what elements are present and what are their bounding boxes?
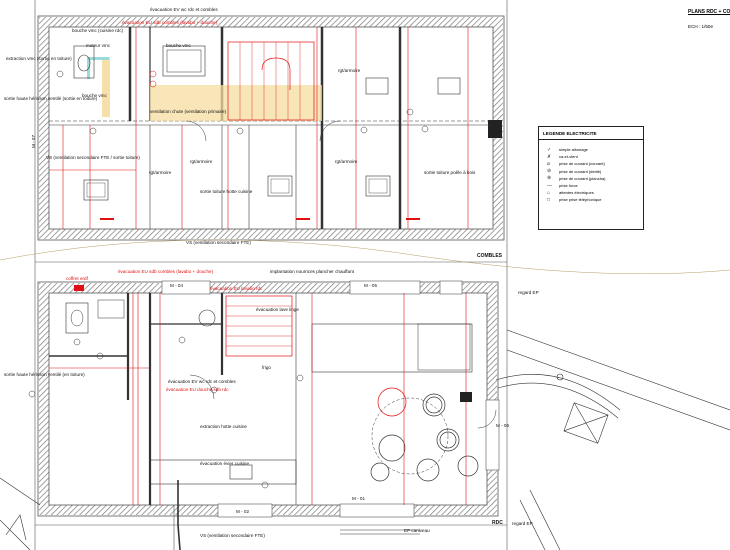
level-label-rdc: RDC [492, 520, 503, 526]
label-hotte-cuisine: extraction hotte cuisine [200, 424, 247, 429]
label-rgt-armoire-2: rgt/armoire [190, 159, 213, 164]
label-bouche-vmc-1: bouche vmc [166, 43, 191, 48]
exterior-site [0, 329, 730, 550]
power-socket-icon: — [547, 182, 552, 189]
attic-plan [37, 15, 505, 241]
label-ep-caniveau: EP caniveau [404, 528, 430, 533]
label-bouche-vmc-2: bouche vmc [82, 93, 107, 98]
title-block: PLANS RDC + CON ECH : 1/50e [688, 9, 730, 29]
phone-socket-icon: □ [547, 196, 551, 203]
legend-item: ⊛prise de courant (plancha) [547, 175, 606, 182]
label-herisson-rdc: sortie haute hérisson ventilé (en toitur… [4, 372, 85, 377]
cooker-socket-icon: ⊛ [547, 175, 552, 182]
legend-item: ⌂attentes électriques [547, 189, 594, 196]
legend-item: ✗va-et-vient [547, 153, 578, 160]
label-rgt-armoire-1: rgt/armoire [338, 68, 361, 73]
legend-item: ⌀prise de courant (courant) [547, 160, 605, 167]
legend-item: —prise force [547, 182, 578, 189]
legend-item: ⊘prise de courant (dédié) [547, 168, 602, 175]
label-regard-ep-1: regard EP [518, 290, 539, 295]
ground-labels: coffret erdf évacuation EU sdb combles (… [4, 269, 539, 538]
ground-floor-plan [28, 280, 500, 550]
label-nourrices: implantation nourrices plancher chauffan… [270, 269, 355, 274]
label-ventilation-chute: ventilation chute (ventilation primaire) [150, 109, 227, 114]
label-ev-wc: évacuation EV wc rdc et combles [150, 7, 218, 12]
drawing-title: PLANS RDC + CON [688, 9, 730, 15]
label-vs-fte-rdc: VS (ventilation secondaire FTE) [200, 533, 265, 538]
label-sortie-hotte: sortie toiture hotte cuisine [200, 189, 253, 194]
label-vs-fte: VS (ventilation secondaire FTE) [186, 240, 251, 245]
label-m04: M - 04 [170, 283, 183, 288]
label-sortie-herisson: sortie haute hérisson ventilé (sortie en… [4, 96, 98, 101]
label-moteur-vmc: moteur vmc [86, 43, 111, 48]
label-extraction-vmc: extraction vmc (sortie en toiture) [6, 56, 72, 61]
dedicated-socket-icon: ⊘ [547, 168, 552, 175]
label-sortie-poele: sortie toiture poêle à bois [424, 170, 476, 175]
label-coffret-erdf: coffret erdf [66, 276, 89, 281]
label-rgt-armoire-3: rgt/armoire [335, 159, 358, 164]
label-frigo: frigo [262, 365, 271, 370]
label-m05: M - 05 [364, 283, 377, 288]
label-bouche-vmc-cuisine: bouche vmc (cuisine rdc) [72, 28, 124, 33]
socket-icon: ⌀ [547, 160, 551, 167]
legend-item: ✓simple allumage [547, 146, 588, 153]
label-lave-linge: évacuation lave linge [256, 307, 299, 312]
label-m01: M - 01 [352, 496, 365, 501]
label-eu-sdb-combles: évacuation EU sdb combles (lavabo + douc… [122, 20, 218, 25]
level-label-combles: COMBLES [477, 253, 503, 259]
label-rgt-armoire-4: rgt/armoire [149, 170, 172, 175]
two-way-switch-icon: ✗ [547, 153, 552, 160]
label-evier: évacuation évier cuisine [200, 461, 249, 466]
label-m06: M - 06 [496, 423, 509, 428]
legend-item: □prise prise téléphonique [547, 196, 602, 203]
label-regard-ep-2: regard EP [512, 521, 533, 526]
label-m07: M - 07 [31, 135, 36, 148]
label-vs-sortie-toiture: VS (ventilation secondaire FTE / sortie … [46, 155, 140, 160]
attic-labels: évacuation EV wc rdc et combles évacuati… [4, 7, 503, 259]
label-eu-douche: évacuation EU douche sdb rdc [166, 387, 229, 392]
label-eu-lavabo: évacuation EU lavabo rdc [210, 286, 263, 291]
legend-title: LEGENDE ELECTRICITE [539, 127, 643, 140]
label-ev-wc-rdc: évacuation EV wc rdc et combles [168, 379, 236, 384]
label-eu-sdb-combles-rdc: évacuation EU sdb combles (lavabo + douc… [118, 269, 214, 274]
electric-wait-icon: ⌂ [547, 189, 551, 196]
drawing-scale: ECH : 1/50e [688, 24, 714, 29]
label-m02: M - 02 [236, 509, 249, 514]
electrical-legend: LEGENDE ELECTRICITE ✓simple allumage ✗va… [538, 126, 644, 230]
simple-switch-icon: ✓ [547, 146, 552, 153]
